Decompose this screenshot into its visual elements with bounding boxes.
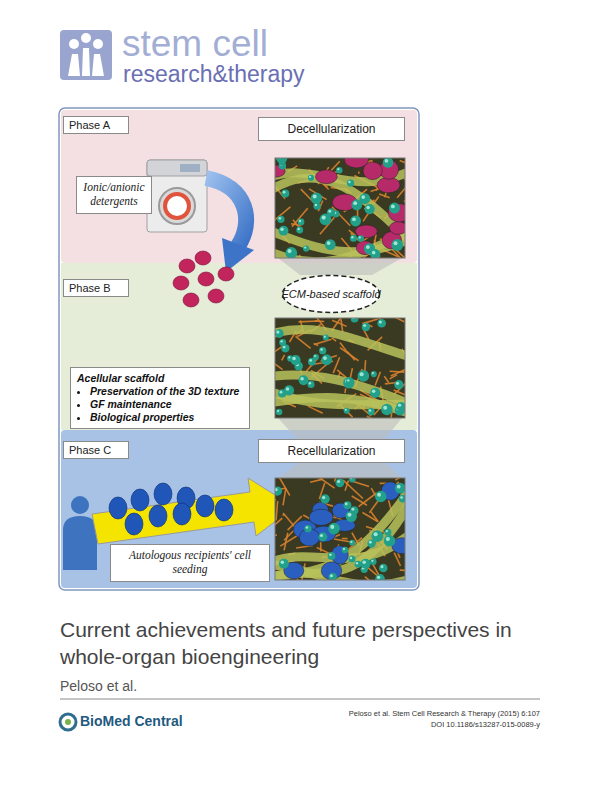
text-box: Autologous recipients' cell seeding (110, 544, 270, 582)
text-box: Recellularization (258, 439, 405, 463)
text-box: Decellularization (258, 117, 405, 141)
funnel (278, 462, 402, 478)
figure-panel (59, 108, 419, 590)
image-frame (275, 318, 405, 418)
funnel (278, 418, 402, 440)
box-label: Autologous recipients' cell seeding (117, 549, 263, 577)
bullet-list: Preservation of the 3D textureGF mainten… (77, 385, 243, 424)
rule (60, 699, 540, 700)
publisher-name: BioMed Central (80, 714, 183, 729)
image-frame (275, 158, 405, 258)
phase-label: Phase A (63, 116, 129, 134)
phase-band: Phase A DecellularizationIonic/anionic de… (61, 110, 417, 263)
phase-band: Phase C RecellularizationAutologous recip… (61, 430, 417, 588)
ellipse-label: ECM-based scaffold (281, 288, 381, 300)
process-arrow (92, 478, 294, 544)
funnel (278, 258, 402, 275)
dashed-ellipse: ECM-based scaffold (281, 274, 381, 314)
author-line: Peloso et al. (60, 679, 137, 694)
tissue-image (275, 158, 405, 258)
box-label: Ionic/anionic detergents (83, 181, 145, 209)
journal-logo (60, 30, 112, 80)
person-figure (63, 496, 97, 570)
article-title: Current achievements and future perspect… (60, 616, 560, 671)
phase-label: Phase C (63, 441, 129, 459)
box-label: Decellularization (265, 122, 398, 136)
band-ground (61, 263, 417, 430)
bullet-item: Preservation of the 3D texture (90, 385, 243, 398)
bullet-item: GF maintenance (90, 398, 243, 411)
cells (173, 251, 234, 307)
tissue-image (275, 318, 405, 418)
text-box: Acellular scaffoldPreservation of the 3D… (70, 367, 250, 429)
journal-name: research&therapy (123, 62, 305, 87)
cells (109, 483, 233, 535)
box-label: Recellularization (265, 444, 398, 458)
phase-band: Phase B ECM-based scaffoldAcellular scaff… (61, 263, 417, 430)
text-box: Ionic/anionic detergents (76, 176, 152, 214)
process-arrow (206, 178, 254, 272)
box-heading: Acellular scaffold (77, 372, 243, 384)
washing-machine (147, 160, 207, 232)
image-frame (275, 478, 405, 580)
bullet-item: Biological properties (90, 411, 243, 424)
band-ground (61, 110, 417, 263)
citation: Peloso et al. Stem Cell Research & Thera… (349, 710, 540, 718)
band-ground (61, 430, 417, 588)
journal-name: stem cell (122, 24, 268, 65)
doi: DOI 10.1186/s13287-015-0089-y (431, 721, 540, 729)
tissue-image (275, 478, 405, 580)
publisher-logo (60, 714, 76, 730)
phase-label: Phase B (63, 279, 129, 297)
